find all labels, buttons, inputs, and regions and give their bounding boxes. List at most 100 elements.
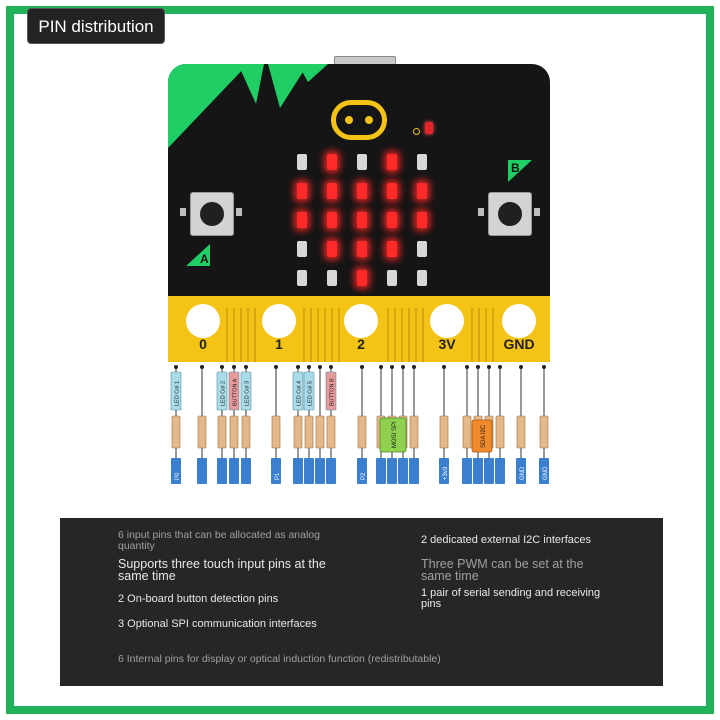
button-b-pin <box>534 208 540 216</box>
feature-internal-pins: 6 Internal pins for display or optical i… <box>118 653 441 665</box>
function-tag-label: LED Col 1 <box>175 381 181 406</box>
board-corner-accent <box>168 64 248 148</box>
pin-node <box>519 365 523 369</box>
pin-label-box <box>241 458 251 484</box>
function-tag-box <box>271 415 281 449</box>
pin-node <box>412 365 416 369</box>
led-r5c1 <box>297 270 307 286</box>
function-tag-box <box>326 415 336 449</box>
led-r3c3 <box>357 212 367 228</box>
edge-pad-1[interactable] <box>262 304 296 338</box>
edge-contact <box>303 308 305 362</box>
pin-node <box>174 365 178 369</box>
edge-pad-gnd[interactable] <box>502 304 536 338</box>
pin-label-p2: P2 <box>361 472 367 480</box>
pin-label-box <box>271 458 281 484</box>
edge-pad-0[interactable] <box>186 304 220 338</box>
pin-label-box <box>197 458 207 484</box>
function-tag-box <box>216 371 228 411</box>
pin-node <box>329 365 333 369</box>
pin-node <box>244 365 248 369</box>
edge-pad-label-2: 2 <box>357 336 365 352</box>
led-r4c1 <box>297 241 307 257</box>
board-accent-stripe <box>298 64 328 82</box>
edge-pad-label-0: 0 <box>199 336 207 352</box>
edge-pad-2[interactable] <box>344 304 378 338</box>
edge-contact <box>317 308 319 362</box>
edge-contact <box>331 308 333 362</box>
pin-label-box <box>357 458 367 484</box>
led-r2c1 <box>297 183 307 199</box>
led-r5c3 <box>357 270 367 286</box>
led-r1c4 <box>387 154 397 170</box>
function-tag-label: BUTTON B <box>330 378 336 406</box>
button-b-cap <box>498 202 522 226</box>
button-a-label: A <box>186 244 210 266</box>
pin-label-box <box>473 458 483 484</box>
edge-contact <box>478 308 480 362</box>
pin-label-box <box>439 458 449 484</box>
pin-label-box <box>304 458 314 484</box>
edge-contact <box>338 308 340 362</box>
button-b[interactable] <box>488 192 532 236</box>
pin-node <box>379 365 383 369</box>
led-r2c4 <box>387 183 397 199</box>
led-r3c5 <box>417 212 427 228</box>
edge-pad-label-1: 1 <box>275 336 283 352</box>
led-r5c2 <box>327 270 337 286</box>
board-accent-stripe <box>238 64 264 104</box>
pin-node <box>220 365 224 369</box>
pin-node <box>318 365 322 369</box>
button-a-pin <box>236 208 242 216</box>
feature-button-pins: 2 On-board button detection pins <box>118 593 279 605</box>
feature-spi-interfaces: 3 Optional SPI communication interfaces <box>118 618 317 630</box>
function-tag-box <box>315 415 325 449</box>
function-tag-box <box>539 415 549 449</box>
function-tag-box <box>217 415 227 449</box>
pin-node <box>360 365 364 369</box>
edge-contact <box>471 308 473 362</box>
pin-node <box>296 365 300 369</box>
feature-panel: 6 input pins that can be allocated as an… <box>60 518 663 686</box>
pin-node <box>307 365 311 369</box>
edge-pad-3v[interactable] <box>430 304 464 338</box>
function-tag-box <box>462 415 472 449</box>
led-r2c2 <box>327 183 337 199</box>
spi-tag-box <box>379 417 407 453</box>
function-tag-box <box>303 371 315 411</box>
function-tag-box <box>409 415 419 449</box>
i2c-tag-box <box>471 419 493 453</box>
feature-i2c-interfaces: 2 dedicated external I2C interfaces <box>421 534 591 546</box>
led-r2c5 <box>417 183 427 199</box>
edge-contact <box>324 308 326 362</box>
button-a[interactable] <box>190 192 234 236</box>
function-tag-label: LED Col 3 <box>245 381 251 406</box>
button-a-cap <box>200 202 224 226</box>
feature-pwm: Three PWM can be set at the same time <box>421 557 584 583</box>
function-tag-box <box>228 371 240 411</box>
pin-label-gnd: GND <box>520 466 526 480</box>
pin-node <box>465 365 469 369</box>
function-tag-box <box>292 371 304 411</box>
pin-label-box <box>409 458 419 484</box>
pin-label-box <box>315 458 325 484</box>
edge-contact <box>415 308 417 362</box>
pin-label-box <box>516 458 526 484</box>
pin-node <box>390 365 394 369</box>
led-r2c3 <box>357 183 367 199</box>
led-r1c1 <box>297 154 307 170</box>
pin-label-box <box>217 458 227 484</box>
edge-contact <box>247 308 249 362</box>
edge-contact <box>492 308 494 362</box>
edge-contact <box>240 308 242 362</box>
i2c-tag-label: SDA I2C <box>481 424 487 448</box>
pin-node <box>401 365 405 369</box>
logo-eye-right <box>365 116 373 124</box>
board-decoration <box>168 64 328 148</box>
pin-label-box <box>326 458 336 484</box>
pin-label-box <box>539 458 549 484</box>
function-tag-label: LED Col 2 <box>221 381 227 406</box>
led-r1c2 <box>327 154 337 170</box>
page-title: PIN distribution <box>27 8 165 44</box>
